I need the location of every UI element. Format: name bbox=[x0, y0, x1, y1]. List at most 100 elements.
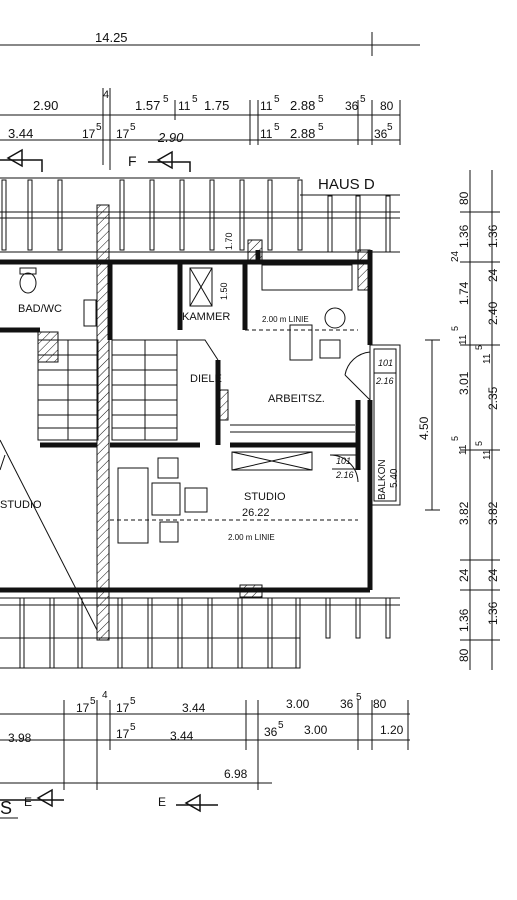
washbasin-icon bbox=[83, 299, 97, 327]
dim-bottom-r1-a: 17 bbox=[76, 701, 90, 715]
section-marker-e-bottom bbox=[176, 793, 218, 813]
section-marker-left-top bbox=[0, 148, 43, 172]
dim-right-inner-7: 5 bbox=[474, 441, 484, 446]
dim-overall-top: 14.25 bbox=[95, 30, 128, 45]
door-label-2-top: 101 bbox=[336, 456, 351, 466]
dim-top-r2-g: 11 bbox=[260, 127, 273, 141]
door-label-1-bottom: 2.16 bbox=[375, 376, 394, 386]
note-line-upper: 2.00 m LINIE bbox=[262, 315, 309, 324]
dim-top-r2-c: 5 bbox=[96, 122, 102, 133]
dim-top-r2-f: 2.90 bbox=[157, 130, 184, 145]
house-label: HAUS D bbox=[318, 176, 375, 193]
dim-right-outer-4: 11 bbox=[458, 334, 469, 345]
dim-bottom-r2-a: 3.98 bbox=[8, 731, 32, 745]
section-marker-e-left bbox=[0, 788, 64, 819]
dim-top-r1-c: 1.57 bbox=[135, 98, 160, 113]
dim-bottom-r2-e: 36 bbox=[264, 725, 278, 739]
dim-top-r1-h: 11 bbox=[260, 99, 273, 113]
door-label-2-bottom: 2.16 bbox=[335, 470, 354, 480]
dim-right-inner-1: 24 bbox=[486, 268, 500, 282]
dim-top-r2-b: 17 bbox=[82, 127, 96, 141]
dim-right-outer-3: 1.74 bbox=[457, 281, 471, 305]
dim-top-r2-h: 5 bbox=[274, 122, 280, 133]
bottom-dimension-chain bbox=[0, 700, 410, 790]
door-label-1-top: 101 bbox=[378, 358, 393, 368]
stair-core-wall bbox=[96, 204, 110, 641]
dim-top-r2-i: 2.88 bbox=[290, 126, 315, 141]
dim-top-r1-g: 1.75 bbox=[204, 98, 229, 113]
dim-top-r2-l: 5 bbox=[387, 122, 393, 133]
clearance-lines bbox=[110, 329, 358, 521]
staircase-left bbox=[37, 339, 99, 441]
dim-bottom-r1-c: 4 bbox=[102, 690, 108, 701]
dim-right-outer-0: 80 bbox=[457, 191, 471, 205]
dim-right-inner-0: 1.36 bbox=[486, 224, 500, 248]
dim-right-outer-8: 5 bbox=[450, 436, 460, 441]
dim-top-r2-j: 5 bbox=[318, 122, 324, 133]
dim-top-r1-m: 5 bbox=[360, 94, 366, 105]
kammer-storage-icon bbox=[189, 267, 213, 307]
section-label-e-left: E bbox=[24, 795, 32, 809]
note-height-170: 1.70 bbox=[224, 232, 234, 250]
room-balkon-area: 5.40 bbox=[389, 468, 400, 488]
dim-right-outer-2: 24 bbox=[450, 250, 461, 262]
room-balkon: BALKON bbox=[377, 459, 388, 500]
room-studio-left: STUDIO bbox=[0, 499, 42, 511]
dim-right-outer-7: 11 bbox=[458, 444, 469, 455]
dim-right-outer-11: 1.36 bbox=[457, 608, 471, 632]
dim-right-outer-1: 1.36 bbox=[457, 224, 471, 248]
dim-top-r2-k: 36 bbox=[374, 127, 388, 141]
dim-top-r2-a: 3.44 bbox=[8, 126, 33, 141]
room-studio-main: STUDIO bbox=[244, 491, 286, 503]
dim-right-middle: 4.50 bbox=[417, 416, 431, 440]
note-height-150: 1.50 bbox=[219, 282, 229, 300]
dim-right-inner-10: 1.36 bbox=[486, 601, 500, 625]
dim-bottom-r2-b: 17 bbox=[116, 727, 130, 741]
staircase-right bbox=[111, 339, 219, 441]
dim-top-r1-f: 5 bbox=[192, 94, 198, 105]
top-dimension-chain bbox=[0, 32, 420, 165]
dim-bottom-r1-j: 80 bbox=[373, 697, 387, 711]
dim-bottom-r2-h: 1.20 bbox=[380, 723, 404, 737]
dim-top-r1-d: 5 bbox=[163, 94, 169, 105]
dim-right-inner-6: 11 bbox=[482, 449, 493, 460]
note-line-lower: 2.00 m LINIE bbox=[228, 533, 275, 542]
dim-bottom-r1-g: 3.00 bbox=[286, 697, 310, 711]
dim-top-r1-k: 5 bbox=[318, 94, 324, 105]
dim-bottom-r1-b: 5 bbox=[90, 696, 96, 707]
dim-bottom-r1-e: 5 bbox=[130, 696, 136, 707]
dim-bottom-r2-g: 3.00 bbox=[304, 723, 328, 737]
dim-right-inner-2: 2.40 bbox=[486, 301, 500, 325]
dim-right-outer-9: 3.82 bbox=[457, 501, 471, 525]
dim-bottom-r1-f: 3.44 bbox=[182, 701, 206, 715]
dim-right-inner-3: 11 bbox=[482, 353, 493, 364]
room-studio-area: 26.22 bbox=[242, 507, 270, 519]
dim-right-inner-4: 5 bbox=[474, 345, 484, 350]
dim-top-r1-l: 36 bbox=[345, 99, 359, 113]
dim-top-r1-b: 4 bbox=[103, 89, 109, 101]
dim-top-r1-j: 2.88 bbox=[290, 98, 315, 113]
dim-right-inner-9: 24 bbox=[486, 568, 500, 582]
section-label-s-left: S bbox=[0, 798, 12, 818]
section-marker-f-top bbox=[109, 150, 191, 172]
section-label-e-bottom: E bbox=[158, 795, 166, 809]
room-bad-wc: BAD/WC bbox=[18, 303, 62, 315]
door-swing-arbeitsz bbox=[344, 351, 371, 401]
dim-top-r2-e: 5 bbox=[130, 122, 136, 133]
interior-walls bbox=[0, 239, 371, 598]
dim-right-outer-10: 24 bbox=[457, 568, 471, 582]
room-arbeitszimmer: ARBEITSZ. bbox=[268, 393, 325, 405]
door-swing-studio bbox=[329, 454, 359, 483]
exterior-walls bbox=[0, 250, 373, 593]
rafter-band-bottom bbox=[0, 597, 400, 669]
toilet-icon bbox=[19, 267, 37, 294]
dim-bottom-r2-d: 3.44 bbox=[170, 729, 194, 743]
dim-right-outer-12: 80 bbox=[457, 648, 471, 662]
dim-right-outer-6: 3.01 bbox=[457, 371, 471, 395]
dim-bottom-r1-d: 17 bbox=[116, 701, 130, 715]
dim-top-r1-i: 5 bbox=[274, 94, 280, 105]
dim-right-inner-5: 2.35 bbox=[486, 386, 500, 410]
dim-top-r2-d: 17 bbox=[116, 127, 130, 141]
dim-bottom-r2-c: 5 bbox=[130, 722, 136, 733]
